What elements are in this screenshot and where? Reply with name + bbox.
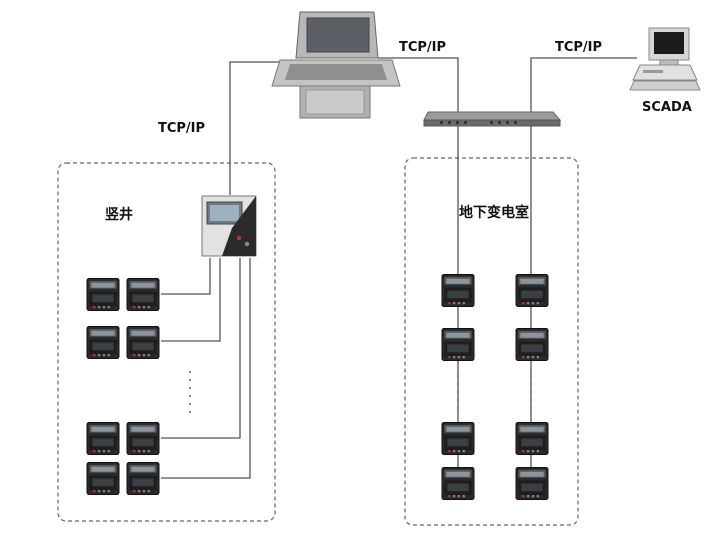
shaft-line-1 — [161, 258, 211, 295]
workstation-icon[interactable] — [271, 11, 401, 119]
connection-lines — [161, 57, 637, 497]
switch-icon[interactable] — [423, 111, 562, 127]
shaft-label: 竖井 — [105, 206, 133, 223]
shaft-enclosure — [57, 162, 276, 522]
tcpip-label-top: TCP/IP — [399, 40, 446, 55]
gateway-cabinet-icon[interactable] — [201, 195, 257, 257]
tcpip-label-right: TCP/IP — [555, 40, 602, 55]
meter-icon[interactable] — [86, 278, 120, 311]
meter-icon[interactable] — [441, 274, 475, 307]
meter-icon[interactable] — [126, 462, 160, 495]
meter-icon[interactable] — [126, 422, 160, 455]
meter-icon[interactable] — [86, 462, 120, 495]
line-gateway-workstation — [229, 61, 286, 195]
meter-icon[interactable] — [515, 422, 549, 455]
meter-icon[interactable] — [515, 467, 549, 500]
meter-icon[interactable] — [86, 422, 120, 455]
meter-icon[interactable] — [126, 278, 160, 311]
shaft-line-2 — [161, 258, 221, 342]
meter-icon[interactable] — [515, 274, 549, 307]
shaft-line-3 — [161, 258, 241, 439]
ellipsis-dots — [188, 370, 533, 414]
meter-icon[interactable] — [86, 326, 120, 359]
meter-icon[interactable] — [515, 328, 549, 361]
line-workstation-switch — [378, 57, 459, 112]
substation-enclosure — [404, 157, 579, 526]
substation-label: 地下变电室 — [459, 204, 529, 221]
meter-icon[interactable] — [126, 326, 160, 359]
shaft-meters — [86, 278, 160, 495]
line-switch-scada — [530, 57, 637, 112]
tcpip-label-left: TCP/IP — [158, 121, 205, 136]
meter-icon[interactable] — [441, 467, 475, 500]
shaft-line-4 — [161, 258, 251, 479]
scada-computer-icon[interactable] — [629, 27, 701, 91]
meter-icon[interactable] — [441, 422, 475, 455]
scada-label: SCADA — [642, 100, 692, 115]
meter-icon[interactable] — [441, 328, 475, 361]
